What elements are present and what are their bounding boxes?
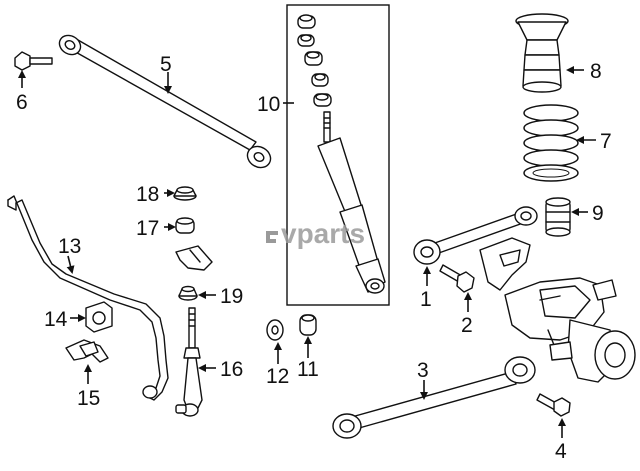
shock-body (317, 137, 386, 294)
shock-bushing-4 (311, 73, 329, 87)
arrow-13 (66, 255, 75, 274)
stabilizer-bar (7, 195, 169, 401)
callout-18: 18 (136, 183, 159, 206)
shock-rod (323, 111, 331, 143)
bump-stop (545, 197, 571, 237)
callout-arrows (18, 66, 596, 438)
callout-15: 15 (77, 387, 100, 410)
shock-bushing-3 (304, 51, 323, 66)
bushing-12 (266, 319, 284, 341)
callout-8: 8 (590, 60, 602, 83)
callout-12: 12 (266, 365, 289, 388)
lateral-rod (413, 206, 538, 265)
lateral-rod-bolt (439, 264, 475, 293)
lower-control-arm (332, 356, 536, 439)
upper-control-arm (58, 34, 272, 169)
shock-bushing-2 (297, 34, 315, 47)
shock-bushing-1 (297, 14, 316, 29)
callout-11: 11 (297, 358, 319, 381)
callout-10: 10 (257, 93, 280, 116)
callout-19: 19 (220, 285, 243, 308)
callout-5: 5 (160, 53, 172, 76)
callout-16: 16 (220, 358, 243, 381)
vparts-logo: vparts (266, 218, 365, 249)
callout-4: 4 (555, 440, 567, 463)
arm-bolt-6 (14, 51, 53, 71)
callout-numbers: 6 5 10 8 7 9 1 2 3 4 13 14 15 18 17 19 1… (16, 53, 612, 463)
stabilizer-bracket-upper (175, 245, 213, 271)
callout-6: 6 (16, 91, 28, 114)
coil-spring (523, 104, 579, 182)
spring-insulator (515, 13, 569, 93)
shock-bushing-5 (313, 93, 332, 107)
axle-housing (479, 237, 636, 383)
stabilizer-link-cushion-17 (175, 217, 195, 234)
stabilizer-link-cushion-18 (173, 186, 197, 201)
watermark-text: vparts (281, 218, 365, 249)
callout-3: 3 (417, 359, 429, 382)
callout-7: 7 (600, 130, 612, 153)
callout-17: 17 (136, 217, 159, 240)
stabilizer-bracket (65, 339, 109, 363)
bushing-11 (299, 314, 317, 336)
callout-9: 9 (592, 202, 604, 225)
stabilizer-link-cushion-19 (178, 285, 198, 301)
shock-absorber-group (297, 14, 386, 294)
stabilizer-bushing (85, 301, 113, 333)
lower-arm-bolt (536, 393, 571, 417)
callout-2: 2 (461, 314, 473, 337)
shock-absorber-box (286, 4, 390, 306)
callout-1: 1 (420, 288, 432, 311)
callout-14: 14 (44, 308, 68, 331)
stabilizer-link (175, 307, 203, 417)
callout-13: 13 (58, 235, 81, 258)
